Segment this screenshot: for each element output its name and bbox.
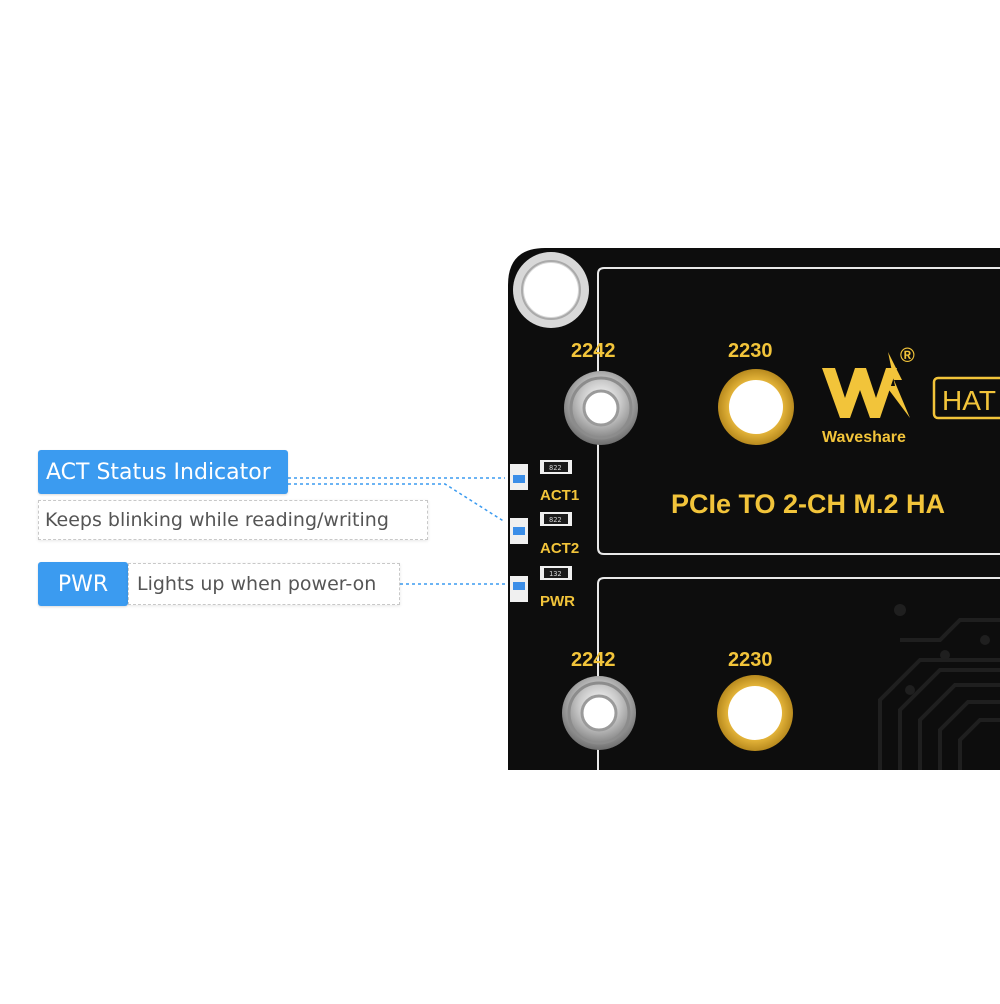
pwr-label: PWR (540, 593, 575, 610)
pcb-board (508, 248, 1000, 770)
leader-lines (288, 477, 506, 585)
slot-bottom-label-2242: 2242 (571, 649, 616, 671)
act1-label: ACT1 (540, 487, 579, 504)
slot-top-label-2230: 2230 (728, 340, 773, 362)
slot-bottom-label-2230: 2230 (728, 649, 773, 671)
act2-led-group: 822 ACT2 (510, 512, 579, 557)
registered-mark: ® (900, 345, 915, 367)
svg-text:822: 822 (549, 516, 562, 524)
act2-label: ACT2 (540, 540, 579, 557)
act1-led-group: 822 ACT1 (510, 460, 579, 504)
hat-badge (932, 376, 1000, 420)
act-status-indicator-tag: ACT Status Indicator (38, 450, 288, 494)
pwr-indicator-tag: PWR (38, 562, 128, 606)
pwr-led-group: 132 PWR (510, 566, 575, 610)
act-description-box: Keeps blinking while reading/writing (38, 500, 428, 540)
brand-name: Waveshare (822, 429, 906, 446)
pwr-indicator-title: PWR (57, 571, 109, 597)
act-description-text: Keeps blinking while reading/writing (45, 509, 389, 531)
pwr-description-text: Lights up when power-on (137, 573, 377, 595)
pwr-description-box: Lights up when power-on (128, 563, 400, 605)
waveshare-logo (822, 352, 910, 418)
slot-top-label-2242: 2242 (571, 340, 616, 362)
pcb-traces (878, 618, 1000, 770)
pcb-vias (894, 604, 990, 695)
slot-outline-bottom (597, 577, 1000, 770)
svg-text:822: 822 (549, 464, 562, 472)
act-status-indicator-title: ACT Status Indicator (46, 459, 271, 485)
svg-text:132: 132 (549, 570, 562, 578)
hat-label: HAT (942, 385, 996, 416)
product-title: PCIe TO 2-CH M.2 HA (671, 489, 945, 519)
